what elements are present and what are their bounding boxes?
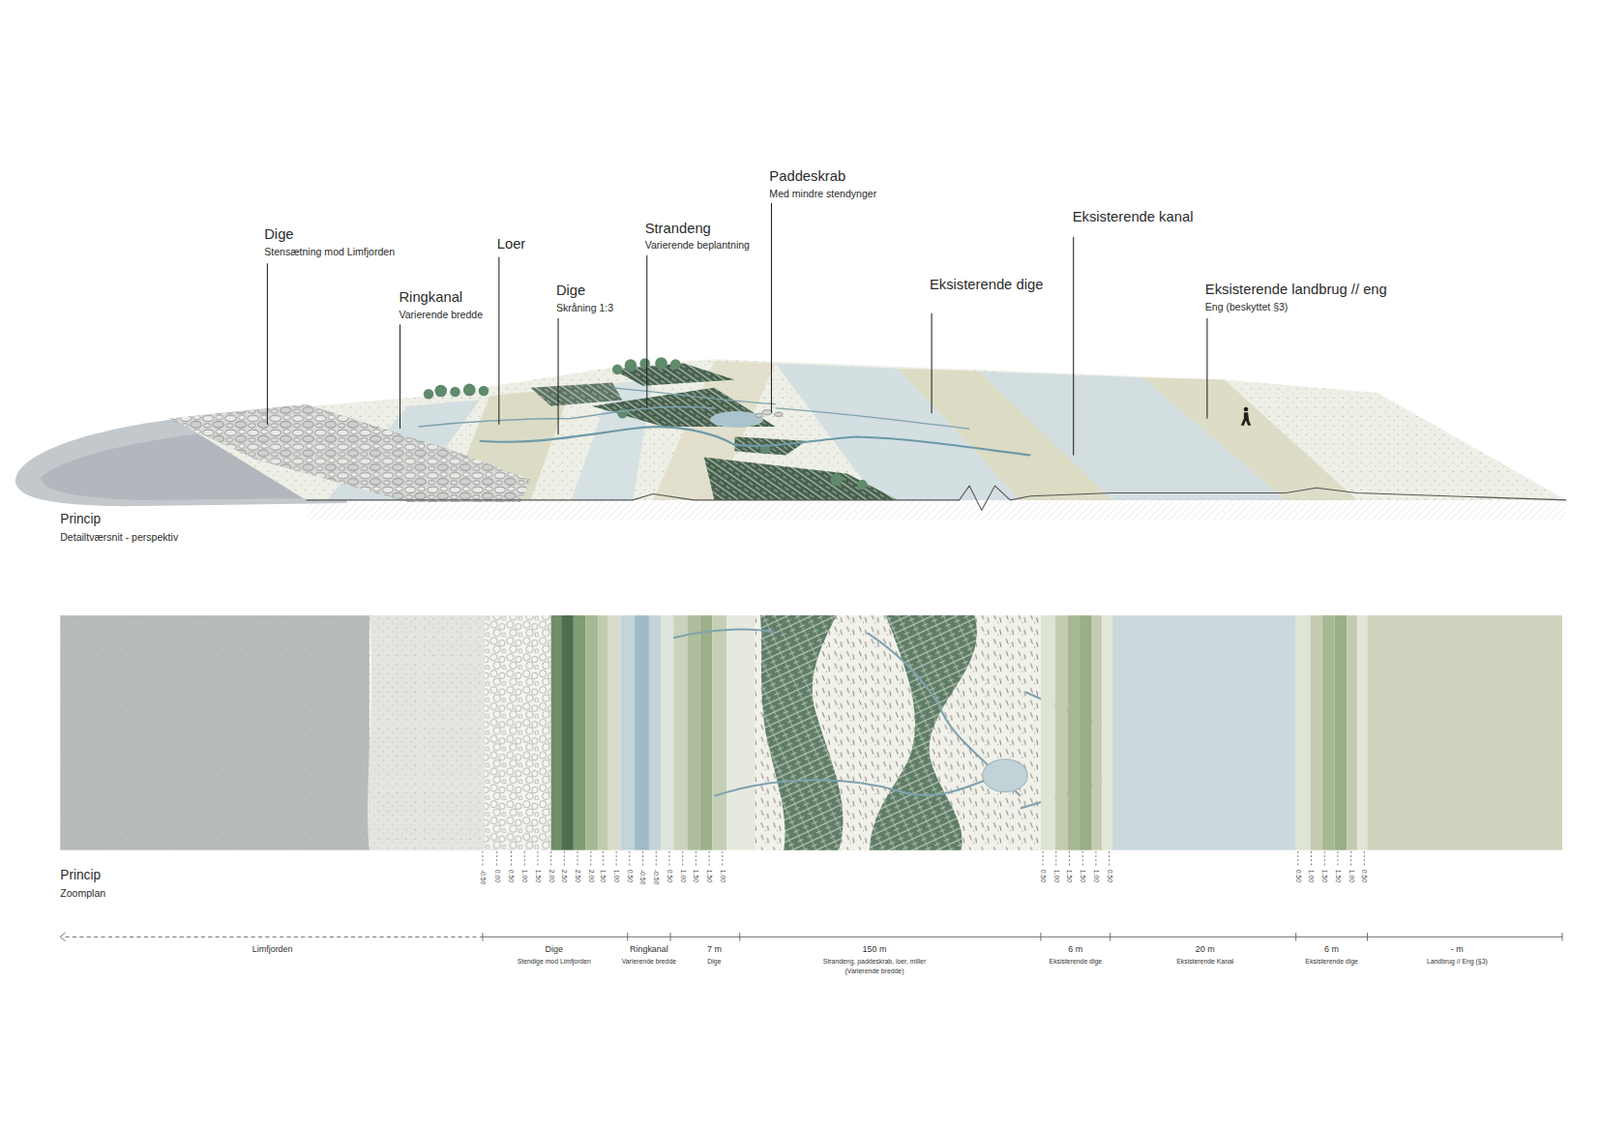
section-heading: Princip: [59, 868, 101, 884]
dimension-label: Ringkanal: [629, 945, 669, 955]
dimension-note: (Varierende bredde): [845, 967, 905, 976]
elevation-value: 1.00: [521, 869, 530, 883]
callout-subtitle: Eng (beskyttet §3): [1205, 300, 1289, 313]
callout-title: Eksisterende dige: [929, 276, 1043, 293]
elevation-value: -0.50: [652, 869, 661, 886]
elevation-value: 1.00: [1307, 869, 1316, 883]
dimension-note: Dige: [707, 956, 721, 965]
callout-title: Eksisterende kanal: [1072, 208, 1194, 225]
elevation-value: 0.50: [1105, 869, 1114, 883]
elevation-value: 2.00: [587, 869, 595, 883]
callout-title: Dige: [264, 226, 294, 242]
dimension-note: Landbrug // Eng (§3): [1426, 956, 1488, 965]
elevation-value: 1.50: [599, 869, 608, 883]
dimension-label: 6 m: [1324, 945, 1339, 955]
callout-title: Strandeng: [645, 220, 712, 237]
callout-subtitle: Skråning 1:3: [556, 301, 614, 314]
elevation-value: 1.00: [1093, 869, 1101, 883]
callout-subtitle: Med mindre stendynger: [769, 187, 877, 200]
dimension-label: 150 m: [862, 945, 888, 955]
elevation-value: 0.50: [666, 869, 675, 883]
elevation-value: -0.50: [639, 869, 648, 886]
elevation-value: 1.00: [613, 869, 622, 883]
dimension-note: Eksisterende dige: [1304, 956, 1359, 965]
elevation-value: 1.50: [1334, 869, 1343, 883]
dimension-label: 7 m: [707, 945, 722, 955]
dimension-note: Eksisterende dige: [1049, 956, 1103, 965]
elevation-value: 0.50: [507, 869, 516, 883]
elevation-value: 1.50: [1321, 869, 1330, 883]
elevation-value: 0.50: [1361, 869, 1369, 883]
elevation-value: 1.50: [534, 869, 543, 883]
dimension-note: Strandeng, paddeskrab, loer, miller: [823, 956, 926, 965]
elevation-value: 1.50: [692, 869, 701, 883]
elevation-value: 1.00: [1347, 869, 1356, 883]
elevation-value: 2.50: [574, 869, 583, 883]
callout-title: Eksisterende landbrug // eng: [1205, 281, 1388, 297]
dimension-label: 20 m: [1195, 945, 1215, 955]
callout-title: Loer: [497, 237, 527, 253]
callout-subtitle: Varierende beplantning: [645, 239, 750, 252]
callout-subtitle: Stensætning mod Limfjorden: [264, 245, 395, 258]
callout-subtitle: Varierende bredde: [398, 309, 483, 322]
dimension-label: Limfjorden: [252, 945, 294, 955]
dimension-label: Dige: [545, 945, 563, 955]
elevation-value: 0.00: [493, 869, 502, 883]
dimension-note: Stendige mod Limfjorden: [517, 956, 592, 965]
dimension-note: Varierende bredde: [622, 956, 677, 965]
callout-title: Paddeskrab: [769, 168, 846, 184]
elevation-value: 0.50: [626, 869, 635, 883]
dimension-label: 6 m: [1067, 945, 1083, 955]
elevation-value: 1.00: [1052, 869, 1061, 883]
elevation-value: 1.50: [1079, 869, 1088, 883]
elevation-value: 1.00: [679, 869, 687, 883]
elevation-value: 2.50: [561, 869, 569, 883]
callout-title: Ringkanal: [398, 290, 463, 306]
section-heading: Princip: [59, 512, 101, 528]
elevation-value: 2.00: [547, 869, 556, 883]
elevation-value: 1.00: [719, 869, 728, 883]
section-subheading: Detailtværsnit - perspektiv: [59, 532, 178, 544]
dimension-note: Eksisterende Kanal: [1176, 956, 1234, 965]
elevation-value: 1.50: [1066, 869, 1074, 883]
elevation-value: 0.50: [1294, 869, 1303, 883]
elevation-value: 1.50: [706, 869, 714, 883]
elevation-value: 0.50: [1039, 869, 1048, 883]
section-subheading: Zoomplan: [59, 888, 106, 900]
callout-title: Dige: [556, 282, 586, 298]
dimension-label: - m: [1451, 945, 1464, 955]
elevation-value: -0.50: [479, 869, 488, 886]
